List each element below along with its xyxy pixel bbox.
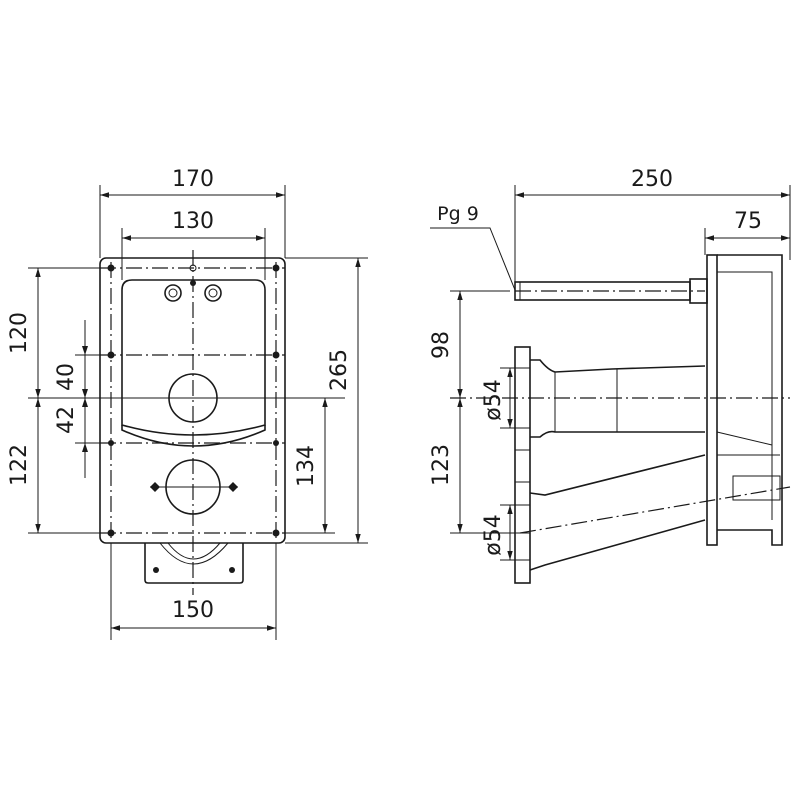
dim-265: 265 xyxy=(327,349,352,391)
dim-130: 130 xyxy=(172,209,214,234)
front-view: 170 130 150 120 122 40 42 265 134 xyxy=(7,167,368,640)
mounting-plate xyxy=(706,254,718,546)
dim-170: 170 xyxy=(172,167,214,192)
lower-pipe xyxy=(529,454,706,496)
dim-98: 98 xyxy=(429,331,454,359)
cable-gland-label: Pg 9 xyxy=(437,203,479,225)
dim-40: 40 xyxy=(54,363,79,391)
dim-123: 123 xyxy=(429,444,454,486)
dim-150: 150 xyxy=(172,598,214,623)
dim-134: 134 xyxy=(294,445,319,487)
wall-flange xyxy=(514,346,531,584)
dim-120: 120 xyxy=(7,312,32,354)
upper-pipe xyxy=(530,359,706,373)
dim-75: 75 xyxy=(734,209,762,234)
dim-dia-54-lower: ø54 xyxy=(481,514,506,555)
bottom-tab xyxy=(144,543,244,584)
side-view: 250 75 Pg 9 98 123 ø54 ø54 xyxy=(429,167,791,584)
dim-42: 42 xyxy=(54,406,79,434)
upper-cover xyxy=(121,279,266,436)
dim-dia-54-upper: ø54 xyxy=(481,379,506,420)
dim-122: 122 xyxy=(7,444,32,486)
dim-250: 250 xyxy=(631,167,673,192)
box-body xyxy=(717,254,783,546)
